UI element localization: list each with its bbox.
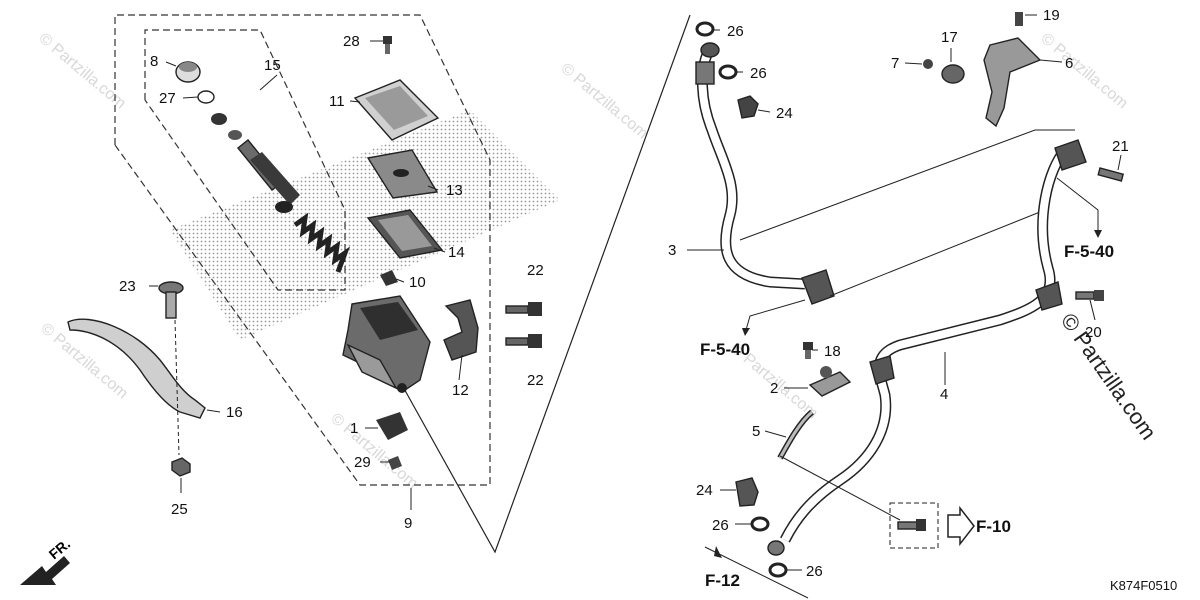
washer-26 xyxy=(768,562,788,578)
bracket-part-6 xyxy=(983,12,1042,128)
callout-2: 2 xyxy=(770,380,778,397)
ref-f540-left[interactable]: F-5-40 xyxy=(700,340,750,359)
washer-26 xyxy=(695,21,715,37)
axis-line xyxy=(174,319,180,456)
hose-fitting-21 xyxy=(1054,139,1087,171)
callout-1: 1 xyxy=(350,420,358,437)
brake-lever-16 xyxy=(67,318,206,419)
front-arrow: FR. xyxy=(20,536,73,585)
bolt-part-21 xyxy=(1097,167,1125,182)
hose-fitting-top xyxy=(695,42,720,85)
callout-10: 10 xyxy=(409,274,426,291)
bolt-part-18 xyxy=(803,342,813,359)
callout-11: 11 xyxy=(329,93,345,110)
callout-24: 24 xyxy=(776,105,793,122)
cap-part-8 xyxy=(175,61,201,83)
arrow-f10 xyxy=(947,505,975,547)
callout-27: 27 xyxy=(159,90,176,107)
screw-part-28 xyxy=(383,36,392,54)
guide-line xyxy=(704,546,809,599)
callout-3: 3 xyxy=(668,242,676,259)
washer-26 xyxy=(718,64,738,80)
nut-part-25 xyxy=(171,457,191,477)
callout-23: 23 xyxy=(119,278,136,295)
callout-15: 15 xyxy=(264,57,281,74)
brake-hose-3 xyxy=(696,49,806,290)
arrow-f12 xyxy=(714,546,722,558)
float-part-10 xyxy=(380,270,398,286)
ref-f10[interactable]: F-10 xyxy=(976,517,1011,536)
watermark-text: © Partzilla.com xyxy=(327,410,421,492)
assembly-9-outline xyxy=(114,14,491,486)
callout-9: 9 xyxy=(404,515,412,532)
callout-4: 4 xyxy=(940,386,948,403)
callout-26: 26 xyxy=(750,65,767,82)
watermark-text: © Partzilla.com xyxy=(1037,30,1131,112)
callout-8: 8 xyxy=(150,53,158,70)
leader-f540-upper xyxy=(1056,177,1099,232)
watermark-text: © Partzilla.com xyxy=(557,60,651,142)
callout-17: 17 xyxy=(941,29,958,46)
banjo-bolt-24 xyxy=(735,477,759,507)
callout-26: 26 xyxy=(806,563,823,580)
callout-14: 14 xyxy=(448,244,465,261)
reservoir-cover-11 xyxy=(353,79,440,141)
leader-f540-left xyxy=(745,299,806,331)
callout-7: 7 xyxy=(891,55,899,72)
pivot-bolt-23 xyxy=(158,281,184,319)
banjo-fitting xyxy=(767,540,785,556)
callout-13: 13 xyxy=(446,182,463,199)
callout-6: 6 xyxy=(1065,55,1073,72)
callout-26: 26 xyxy=(727,23,744,40)
callout-18: 18 xyxy=(824,343,841,360)
guide-line xyxy=(779,455,901,521)
callout-22: 22 xyxy=(527,262,544,279)
bolts-part-22 xyxy=(505,302,542,348)
hose-joint-3 xyxy=(801,269,835,305)
collar-part-17 xyxy=(941,64,965,84)
shading-dots xyxy=(170,110,560,340)
callout-12: 12 xyxy=(452,382,469,399)
ref-f12[interactable]: F-12 xyxy=(705,571,740,590)
clamp-part-5 xyxy=(777,409,815,460)
plate-part-13 xyxy=(366,149,439,199)
hose-joint-4 xyxy=(869,281,1063,385)
bolt-part-20 xyxy=(1075,290,1104,301)
callout-21: 21 xyxy=(1112,138,1129,155)
callout-5: 5 xyxy=(752,423,760,440)
guide-line xyxy=(829,209,1046,297)
assembly-15-outline xyxy=(144,29,346,291)
diaphragm-part-14 xyxy=(366,209,444,259)
callout-19: 19 xyxy=(1043,7,1060,24)
callout-26: 26 xyxy=(712,517,729,534)
washer-26 xyxy=(750,516,770,532)
switch-part-1 xyxy=(376,412,408,440)
dashed-box-f10 xyxy=(889,502,939,549)
guide-line xyxy=(739,129,1075,241)
callout-22: 22 xyxy=(527,372,544,389)
circlip-part-27 xyxy=(197,90,215,104)
spring-part xyxy=(293,212,351,273)
callout-28: 28 xyxy=(343,33,360,50)
callout-leaders xyxy=(149,14,1122,571)
callout-25: 25 xyxy=(171,501,188,518)
holder-part-12 xyxy=(443,299,479,361)
callout-29: 29 xyxy=(354,454,371,471)
diagram-code: K874F0510 xyxy=(1110,578,1177,593)
callout-24: 24 xyxy=(696,482,713,499)
clamp-part-2 xyxy=(808,366,852,397)
bolt-part-24 xyxy=(737,95,759,119)
screw-part-29 xyxy=(388,456,402,470)
master-cylinder-body xyxy=(342,295,431,393)
watermark-side-text: © Partzilla.com xyxy=(1056,309,1162,445)
hose-guide-triangle xyxy=(401,14,691,554)
piston-assembly xyxy=(211,113,300,213)
bolt-in-box xyxy=(897,519,926,531)
front-label: FR. xyxy=(46,536,74,563)
callout-16: 16 xyxy=(226,404,243,421)
callout-20: 20 xyxy=(1085,324,1102,341)
ref-f540-upper[interactable]: F-5-40 xyxy=(1064,242,1114,261)
washer-part-7 xyxy=(923,59,933,69)
